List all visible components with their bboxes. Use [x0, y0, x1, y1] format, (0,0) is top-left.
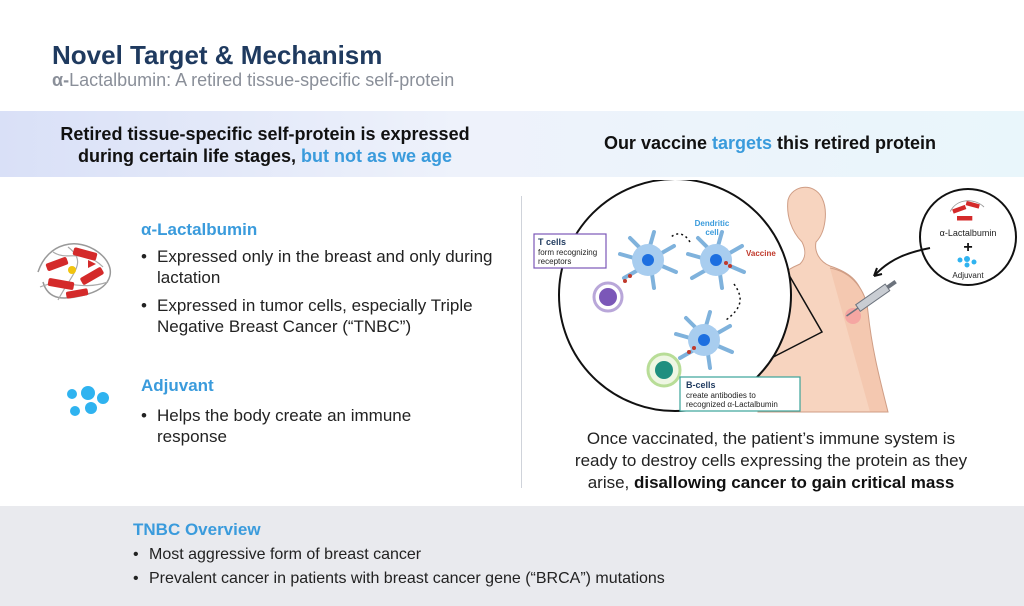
- dendritic-label-line2: cell: [705, 228, 718, 237]
- heading-banner: [0, 111, 1024, 177]
- t-cells-line2: receptors: [538, 257, 571, 266]
- b-cells-title: B-cells: [686, 380, 716, 390]
- dendritic-cell-2: [686, 230, 746, 290]
- t-cells-label-box: [533, 233, 607, 269]
- list-item: Helps the body create an immune response: [141, 405, 481, 447]
- page-title: Novel Target & Mechanism: [52, 40, 383, 70]
- adjuvant-dots-icon: [67, 386, 109, 416]
- dendritic-label-line1: Dendritic: [695, 219, 730, 228]
- syringe-icon: [846, 279, 897, 317]
- list-item: Expressed in tumor cells, especially Tri…: [141, 295, 501, 337]
- t-cells-line1: form recognizing: [538, 248, 597, 257]
- inset-adjuvant-icon: [957, 256, 977, 268]
- patient-body-illustration: [757, 186, 889, 413]
- lactalbumin-bullets: Expressed only in the breast and only du…: [141, 246, 501, 344]
- inset-plus: +: [963, 239, 972, 256]
- subtitle-text: Lactalbumin: A retired tissue-specific s…: [69, 70, 455, 90]
- tnbc-title: TNBC Overview: [133, 520, 261, 539]
- b-cells-line2: recognized α-Lactalbumin: [686, 400, 778, 409]
- inset-protein-icon: [949, 200, 985, 221]
- protein-structure-icon: [37, 243, 112, 301]
- dendritic-cell-1: [618, 230, 678, 290]
- list-item: Most aggressive form of breast cancer: [133, 545, 933, 565]
- left-heading-line2: during certain life stages, but not as w…: [77, 146, 453, 166]
- lactalbumin-title: α-Lactalbumin: [141, 220, 258, 239]
- adjuvant-bullets: Helps the body create an immune response: [141, 405, 481, 454]
- inset-protein-label: α-Lactalbumin: [940, 228, 997, 238]
- left-heading: Retired tissue-specific self-protein is …: [30, 123, 500, 167]
- b-cells-label-box: [679, 376, 801, 412]
- left-heading-line1: Retired tissue-specific self-protein is …: [60, 124, 470, 144]
- page-subtitle: α-Lactalbumin: A retired tissue-specific…: [52, 70, 454, 91]
- vaccine-mechanism-diagram: α-Lactalbumin + Adjuvant T cells form re…: [533, 180, 1017, 413]
- inset-adjuvant-label: Adjuvant: [952, 271, 984, 280]
- inset-pointer-arrow: [873, 247, 931, 277]
- subtitle-alpha: α-: [52, 70, 70, 90]
- list-item: Prevalent cancer in patients with breast…: [133, 569, 933, 589]
- list-item: Expressed only in the breast and only du…: [141, 246, 501, 288]
- column-divider: [521, 196, 522, 488]
- b-cells-line1: create antibodies to: [686, 391, 756, 400]
- right-heading-highlight: targets: [712, 133, 773, 153]
- tnbc-bullets: Most aggressive form of breast cancer Pr…: [133, 545, 933, 593]
- caption-emphasis: disallowing cancer to gain critical mass: [634, 473, 955, 492]
- dotted-arrow: [725, 283, 741, 321]
- t-cells-title: T cells: [538, 237, 566, 247]
- vaccine-label: Vaccine: [746, 249, 776, 258]
- diagram-caption: Once vaccinated, the patient’s immune sy…: [574, 429, 968, 492]
- adjuvant-title: Adjuvant: [141, 376, 214, 395]
- inset-circle: [919, 188, 1017, 286]
- left-heading-highlight: but not as we age: [301, 146, 453, 166]
- right-heading: Our vaccine targets this retired protein: [603, 133, 937, 153]
